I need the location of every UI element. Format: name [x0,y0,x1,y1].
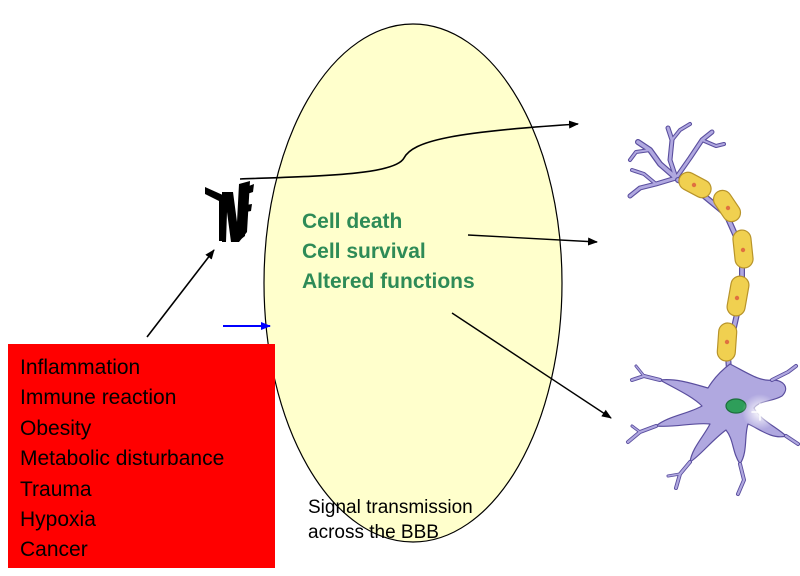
arrow-tnf-across-bbb [239,120,579,180]
cause-item: Immune reaction [20,386,177,410]
tnf-icon [205,181,254,242]
effect-item: Altered functions [302,270,475,293]
cause-item: Trauma [20,477,92,501]
cause-item: Hypoxia [20,508,96,532]
cause-item: Cancer [20,538,88,562]
arrow-effects-to-dendrites [467,234,598,246]
effect-item: Cell survival [302,240,426,263]
cause-item: Inflammation [20,356,141,379]
caption-line-1: Signal transmission [308,497,473,518]
caption-line-2: across the BBB [308,522,439,543]
caption: Signal transmission across the BBB [308,495,473,545]
cause-item: Obesity [20,416,92,440]
bbb-ellipse [263,23,563,543]
arrow-causes-to-tnf [146,249,215,338]
effects-list: Cell death Cell survival Altered functio… [302,207,475,297]
cause-item: Metabolic disturbance [20,447,225,471]
causes-box: Inflammation Immune reaction Obesity Met… [8,344,275,568]
neuron-icon [626,122,800,496]
arrow-effects-to-soma [451,312,612,419]
effect-item: Cell death [302,210,403,233]
